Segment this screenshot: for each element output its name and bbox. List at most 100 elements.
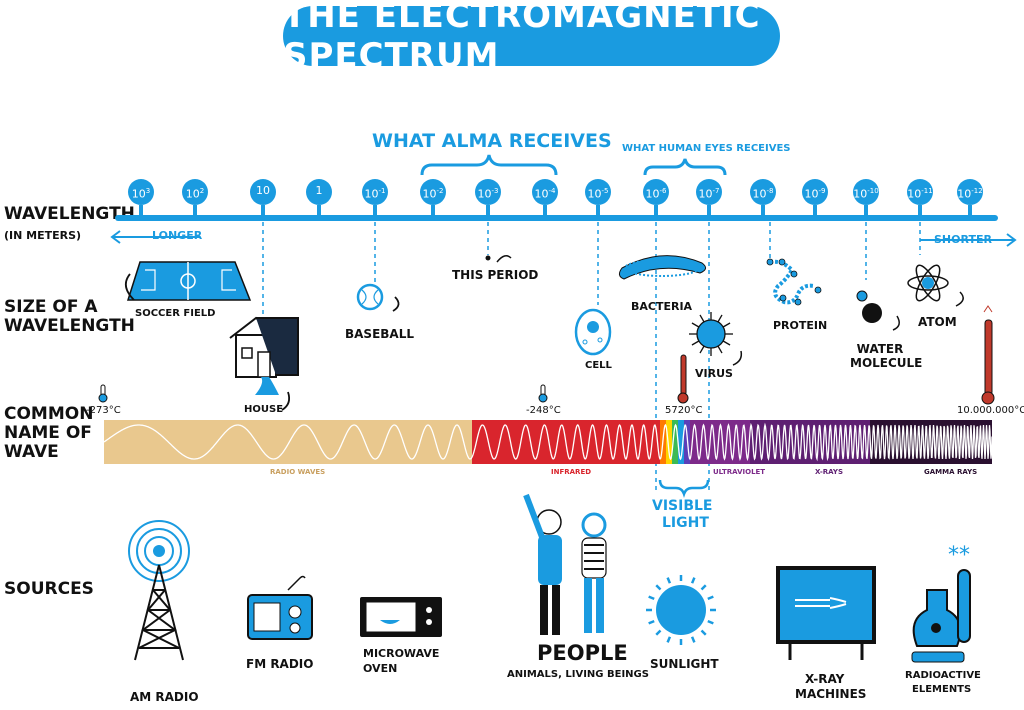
- size-row-label: Size of a wavelength: [4, 297, 135, 336]
- svg-text:**: **: [948, 543, 970, 568]
- scale-value: 10-2: [422, 187, 444, 201]
- xray-label: X-ray: [805, 672, 845, 686]
- scale-value: 10-5: [587, 187, 609, 201]
- xrays-label: X-rays: [815, 468, 843, 476]
- elements-label: Elements: [912, 684, 972, 695]
- common-name-row-label: Common name of wave: [4, 404, 94, 462]
- temp-label: -248°C: [526, 405, 561, 416]
- visible-brace: [658, 479, 710, 498]
- baseball-label: Baseball: [345, 327, 414, 341]
- temp-label: 5720°C: [665, 405, 703, 416]
- virus-label: Virus: [695, 367, 733, 380]
- bacteria-label: Bacteria: [631, 300, 693, 313]
- radioactive-label: Radioactive: [905, 670, 981, 681]
- virus-icon: [689, 312, 743, 366]
- scale-value: 10-3: [477, 187, 499, 201]
- xray-machine-icon: [776, 566, 876, 660]
- scale-marker: [802, 179, 828, 205]
- radio-band: [104, 420, 472, 464]
- this-period-label: This period: [452, 268, 539, 282]
- cell-icon: [574, 308, 612, 356]
- scale-value: 10-11: [907, 187, 933, 201]
- ultraviolet-label: Ultraviolet: [713, 468, 766, 476]
- baseball-icon: [356, 283, 400, 312]
- sunlight-label: Sunlight: [650, 657, 719, 671]
- temp-label: -273°C: [86, 405, 121, 416]
- radio-waves-label: Radio waves: [270, 468, 326, 476]
- scale-marker: [420, 179, 446, 205]
- thermometer-icon: [981, 305, 995, 405]
- bacteria-icon: [618, 255, 706, 280]
- scale-marker: [585, 179, 611, 205]
- cell-label: Cell: [585, 360, 612, 371]
- scale-value: 10-4: [534, 187, 556, 201]
- human-eyes-brace: [643, 158, 727, 176]
- scale-value: 103: [131, 187, 151, 201]
- oven-label: Oven: [363, 662, 398, 675]
- people-icon: [523, 493, 607, 635]
- scale-value: 10-1: [364, 187, 386, 201]
- am-radio-tower-icon: [128, 520, 190, 661]
- people-label: People: [537, 641, 628, 665]
- water-molecule-icon: [856, 290, 900, 331]
- people-sub-label: Animals, living beings: [507, 669, 649, 680]
- machines-label: Machines: [795, 687, 867, 701]
- wave-band: [103, 420, 993, 498]
- temp-label: 10.000.000°C: [957, 405, 1024, 416]
- am-radio-label: AM Radio: [130, 690, 199, 704]
- thermometer-icon: [538, 384, 548, 403]
- protein-icon: [766, 258, 822, 306]
- period-dot-icon: [485, 255, 491, 261]
- microwave-oven-icon: [360, 597, 442, 637]
- scale-value: 10-9: [804, 187, 826, 201]
- scale-marker: [957, 179, 983, 205]
- thermometer-icon: [98, 384, 108, 403]
- scale-value: 10-8: [752, 187, 774, 201]
- alma-brace: [420, 154, 558, 176]
- wavelength-unit-label: (in meters): [4, 229, 82, 242]
- scale-marker: [853, 179, 879, 205]
- scale-value: 10: [256, 184, 270, 197]
- soccer-field-label: Soccer field: [135, 308, 216, 319]
- scale-value: 1: [315, 184, 323, 197]
- house-icon: [229, 316, 299, 411]
- scale-marker: [182, 179, 208, 205]
- sources-row-label: Sources: [4, 579, 94, 599]
- scale-marker: [907, 179, 933, 205]
- radioactive-elements-icon: **: [911, 543, 971, 663]
- fm-radio-icon: [247, 575, 313, 640]
- soccer-field-icon: [124, 261, 252, 301]
- longer-label: Longer: [152, 229, 203, 242]
- scale-value: 10-7: [698, 187, 720, 201]
- protein-label: Protein: [773, 319, 828, 332]
- atom-label: Atom: [918, 315, 957, 329]
- page-title: The Electromagnetic Spectrum: [283, 0, 780, 76]
- fm-radio-label: FM Radio: [246, 657, 314, 671]
- light-label: Light: [662, 515, 709, 531]
- microwave-label: Microwave: [363, 647, 440, 660]
- scale-marker: [475, 179, 501, 205]
- scale-marker: [532, 179, 558, 205]
- house-label: House: [244, 404, 284, 415]
- visible-label: Visible: [652, 498, 713, 514]
- scale-value: 10-12: [957, 187, 983, 201]
- sunlight-icon: [646, 575, 716, 645]
- thermometer-icon: [677, 354, 689, 404]
- scale-marker: [696, 179, 722, 205]
- scale-marker: [750, 179, 776, 205]
- scale-marker: [306, 179, 332, 205]
- scale-marker: [250, 179, 276, 205]
- scale-value: 10-10: [853, 187, 879, 201]
- scale-marker: [643, 179, 669, 205]
- infrared-label: Infrared: [551, 468, 592, 476]
- atom-icon: [907, 264, 964, 307]
- wavelength-row-label: Wavelength: [4, 204, 135, 224]
- alma-label: What ALMA Receives: [372, 130, 612, 152]
- scale-value: 10-6: [645, 187, 667, 201]
- gamma-rays-label: Gamma rays: [924, 468, 978, 476]
- scale-value: 102: [185, 187, 205, 201]
- human-eyes-label: What human eyes receives: [622, 143, 791, 154]
- scale-marker: [128, 179, 154, 205]
